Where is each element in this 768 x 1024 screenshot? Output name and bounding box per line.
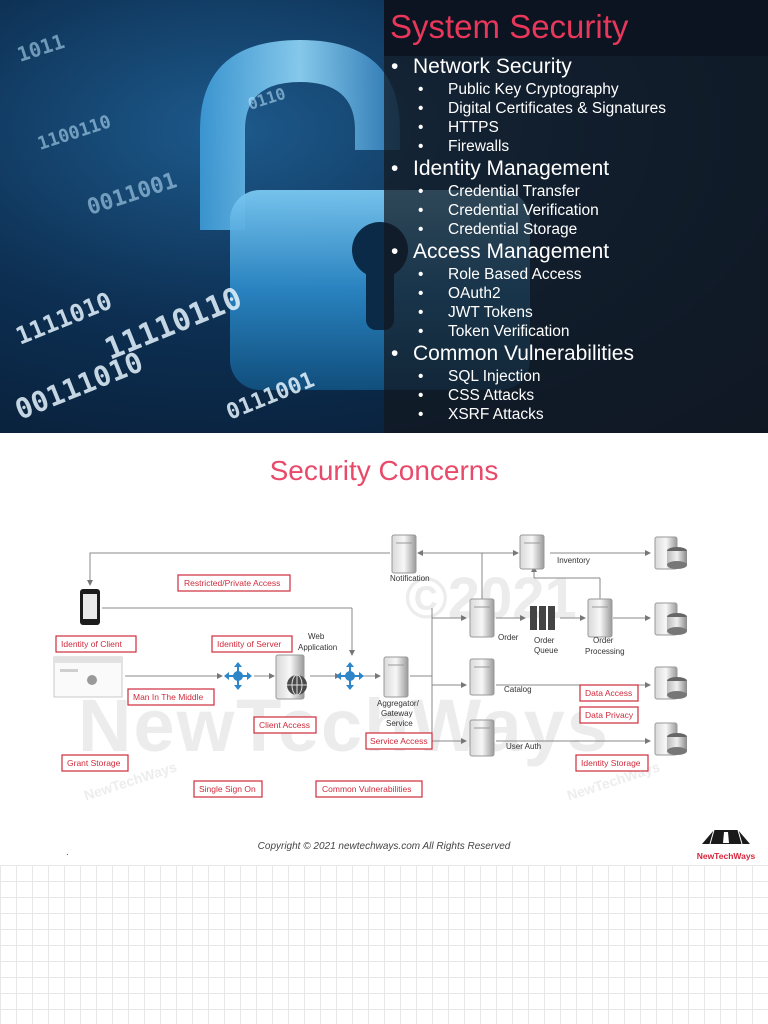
- node-label-order: Order: [498, 633, 519, 642]
- database-icon: [654, 722, 687, 756]
- topic-title: Common Vulnerabilities: [391, 341, 763, 367]
- concern-client-access: Client Access: [253, 716, 317, 734]
- topic-item: Credential Verification: [418, 201, 763, 220]
- security-concerns-slide: NewTechWays ©2021 NewTechWays NewTechWay…: [0, 433, 768, 865]
- system-security-slide: 1011 0110 0011001 1100110 11110110 11110…: [0, 0, 768, 433]
- svg-text:Restricted/Private Access: Restricted/Private Access: [184, 578, 280, 588]
- database-icon: [654, 666, 687, 700]
- notification-server-icon: [391, 534, 417, 574]
- empty-grid-area: [0, 865, 768, 1024]
- catalog-server-icon: [469, 658, 495, 696]
- topic-access-management: Access Management Role Based Access OAut…: [391, 239, 763, 341]
- topic-title: Network Security: [391, 54, 763, 80]
- node-label-order-processing: Order: [593, 636, 614, 645]
- concern-data-access: Data Access: [579, 684, 639, 702]
- load-balancer-icon: [224, 662, 252, 690]
- copyright-text: Copyright © 2021 newtechways.com All Rig…: [257, 841, 511, 852]
- topic-item: Role Based Access: [418, 265, 763, 284]
- node-label-order-queue: Queue: [534, 646, 559, 655]
- lock-shackle-icon: [200, 40, 400, 230]
- topic-item: Digital Certificates & Signatures: [418, 99, 763, 118]
- concern-data-privacy: Data Privacy: [579, 706, 639, 724]
- svg-text:0011001: 0011001: [84, 168, 180, 220]
- mobile-phone-icon: [80, 589, 100, 625]
- concern-common-vulnerabilities: Common Vulnerabilities: [315, 780, 423, 798]
- svg-text:Common Vulnerabilities: Common Vulnerabilities: [322, 784, 411, 794]
- topic-title: Identity Management: [391, 156, 763, 182]
- topic-item: SQL Injection: [418, 367, 763, 386]
- database-icon: [654, 602, 687, 636]
- order-processing-server-icon: [587, 598, 613, 638]
- svg-text:1111010: 1111010: [12, 287, 116, 351]
- topic-network-security: Network Security Public Key Cryptography…: [391, 54, 763, 156]
- inventory-server-icon: [519, 534, 545, 570]
- brand-logo: NewTechWays: [690, 829, 762, 861]
- svg-text:1011: 1011: [14, 29, 67, 67]
- topic-item: Credential Transfer: [418, 182, 763, 201]
- topic-title: Access Management: [391, 239, 763, 265]
- svg-text:Data Privacy: Data Privacy: [585, 710, 634, 720]
- web-server-icon: [275, 654, 307, 700]
- browser-window-icon: [53, 656, 123, 698]
- svg-text:1100110: 1100110: [35, 111, 114, 154]
- svg-text:Service Access: Service Access: [370, 736, 428, 746]
- node-label-gateway: Aggregator/: [377, 699, 420, 708]
- concern-single-sign-on: Single Sign On: [193, 780, 263, 798]
- node-label-gateway: Gateway: [381, 709, 413, 718]
- svg-text:Single Sign On: Single Sign On: [199, 784, 256, 794]
- node-label-notification: Notification: [390, 574, 430, 583]
- topic-common-vulnerabilities: Common Vulnerabilities SQL Injection CSS…: [391, 341, 763, 424]
- database-icon: [654, 536, 687, 570]
- topic-item: JWT Tokens: [418, 303, 763, 322]
- gateway-server-icon: [383, 656, 409, 698]
- topic-list: Network Security Public Key Cryptography…: [391, 54, 763, 424]
- user-auth-server-icon: [469, 719, 495, 757]
- concern-grant-storage: Grant Storage: [61, 754, 129, 772]
- svg-text:Client Access: Client Access: [259, 720, 310, 730]
- svg-text:Identity of Server: Identity of Server: [217, 639, 281, 649]
- brand-name: NewTechWays: [696, 851, 756, 861]
- order-queue-icon: [530, 606, 555, 630]
- node-label-order-queue: Order: [534, 636, 555, 645]
- topic-item: XSRF Attacks: [418, 405, 763, 424]
- concern-service-access: Service Access: [365, 732, 433, 750]
- topic-item: Credential Storage: [418, 220, 763, 239]
- order-server-icon: [469, 598, 495, 638]
- node-label-web-application: Application: [298, 643, 337, 652]
- topic-item: Firewalls: [418, 137, 763, 156]
- topic-item: OAuth2: [418, 284, 763, 303]
- node-label-catalog: Catalog: [504, 685, 532, 694]
- title-band: [384, 0, 768, 56]
- topic-item: Token Verification: [418, 322, 763, 341]
- node-label-web-application: Web: [308, 632, 325, 641]
- topic-item: CSS Attacks: [418, 386, 763, 405]
- architecture-diagram: Notification Inventory Order Order Queue…: [53, 534, 687, 798]
- concern-man-in-the-middle: Man In The Middle: [127, 688, 215, 706]
- svg-text:00111010: 00111010: [10, 345, 147, 426]
- node-label-inventory: Inventory: [557, 556, 590, 565]
- concern-identity-of-server: Identity of Server: [211, 635, 293, 653]
- node-label-order-processing: Processing: [585, 647, 625, 656]
- slide-title: System Security: [390, 8, 629, 45]
- topic-identity-management: Identity Management Credential Transfer …: [391, 156, 763, 239]
- topic-item: HTTPS: [418, 118, 763, 137]
- topic-item: Public Key Cryptography: [418, 80, 763, 99]
- concern-identity-of-client: Identity of Client: [55, 635, 137, 653]
- brand-road-icon: [702, 829, 750, 845]
- svg-text:Identity Storage: Identity Storage: [581, 758, 641, 768]
- svg-text:Data Access: Data Access: [585, 688, 632, 698]
- slide-title: Security Concerns: [269, 455, 499, 486]
- footer-dot: .: [66, 847, 69, 858]
- node-label-gateway: Service: [386, 719, 413, 728]
- svg-text:Identity of Client: Identity of Client: [61, 639, 123, 649]
- svg-text:Man In The Middle: Man In The Middle: [133, 692, 204, 702]
- load-balancer-icon: [336, 662, 364, 690]
- node-label-user-auth: User Auth: [506, 742, 541, 751]
- connection-lines: [87, 550, 651, 744]
- concern-restricted-access: Restricted/Private Access: [177, 574, 291, 592]
- concern-identity-storage: Identity Storage: [575, 754, 649, 772]
- svg-text:Grant Storage: Grant Storage: [67, 758, 121, 768]
